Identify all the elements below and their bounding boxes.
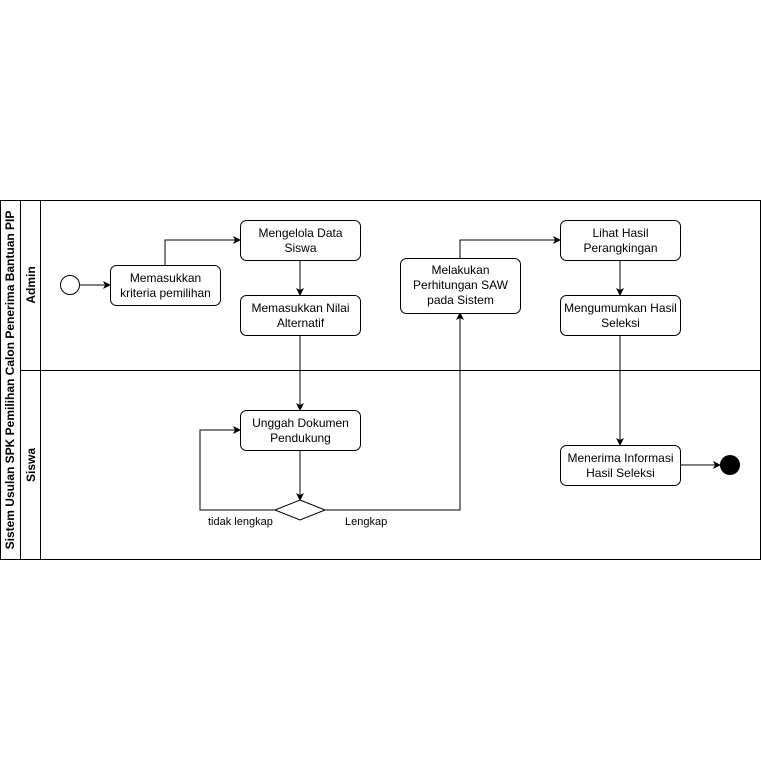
lane-label-admin: Admin — [24, 266, 38, 303]
activity-umumkan: Mengumumkan Hasil Seleksi — [560, 295, 681, 336]
edge-label-tidak-lengkap: tidak lengkap — [208, 516, 273, 528]
edge-kriteria-to-kelola — [164, 236, 241, 265]
end-node — [720, 455, 740, 475]
activity-terima-box — [560, 445, 681, 486]
activity-unggah: Unggah Dokumen Pendukung — [240, 410, 361, 451]
activity-umumkan-line1: Mengumumkan Hasil — [564, 301, 677, 315]
activity-lihat-box — [560, 220, 681, 261]
activity-kriteria-line1: Memasukkan — [130, 271, 201, 285]
activity-nilai-line1: Memasukkan Nilai — [251, 301, 349, 315]
activity-nilai: Memasukkan Nilai Alternatif — [240, 295, 361, 336]
activity-unggah-box — [240, 410, 361, 451]
activity-lihat: Lihat Hasil Perangkingan — [560, 220, 681, 261]
activity-kriteria: Memasukkan kriteria pemilihan — [110, 265, 221, 306]
lane-label-siswa: Siswa — [24, 448, 38, 482]
activity-kelola-box — [240, 220, 361, 261]
activity-saw-line3: pada Sistem — [427, 293, 494, 307]
activity-terima: Menerima Informasi Hasil Seleksi — [560, 445, 681, 486]
activity-terima-line2: Hasil Seleksi — [586, 466, 655, 480]
activity-nilai-box — [240, 295, 361, 336]
activity-saw-line2: Perhitungan SAW — [413, 278, 509, 292]
edge-label-lengkap: Lengkap — [345, 516, 387, 528]
activity-terima-line1: Menerima Informasi — [567, 451, 673, 465]
activity-nilai-line2: Alternatif — [277, 316, 325, 330]
activity-saw-box — [400, 258, 521, 314]
activity-umumkan-box — [560, 295, 681, 336]
activity-kelola: Mengelola Data Siswa — [240, 220, 361, 261]
pool-title: Sistem Usulan SPK Pemilihan Calon Peneri… — [3, 211, 17, 550]
activity-kelola-line2: Siswa — [284, 241, 316, 255]
activity-lihat-line1: Lihat Hasil — [592, 226, 648, 240]
edge-decision-lengkap — [325, 312, 464, 511]
start-node — [60, 275, 80, 295]
activity-kriteria-box — [110, 265, 221, 306]
activity-umumkan-line2: Seleksi — [601, 316, 640, 330]
edge-saw-to-lihat — [459, 236, 561, 258]
activity-lihat-line2: Perangkingan — [583, 241, 657, 255]
activity-unggah-line2: Pendukung — [270, 431, 331, 445]
activity-kelola-line1: Mengelola Data — [258, 226, 342, 240]
activity-saw-line1: Melakukan — [431, 263, 489, 277]
edges — [80, 236, 721, 511]
decision-node — [273, 499, 327, 521]
activity-unggah-line1: Unggah Dokumen — [252, 416, 349, 430]
activity-saw: Melakukan Perhitungan SAW pada Sistem — [400, 258, 521, 314]
activity-kriteria-line2: kriteria pemilihan — [120, 286, 211, 300]
edge-decision-tidak-lengkap — [199, 426, 275, 511]
